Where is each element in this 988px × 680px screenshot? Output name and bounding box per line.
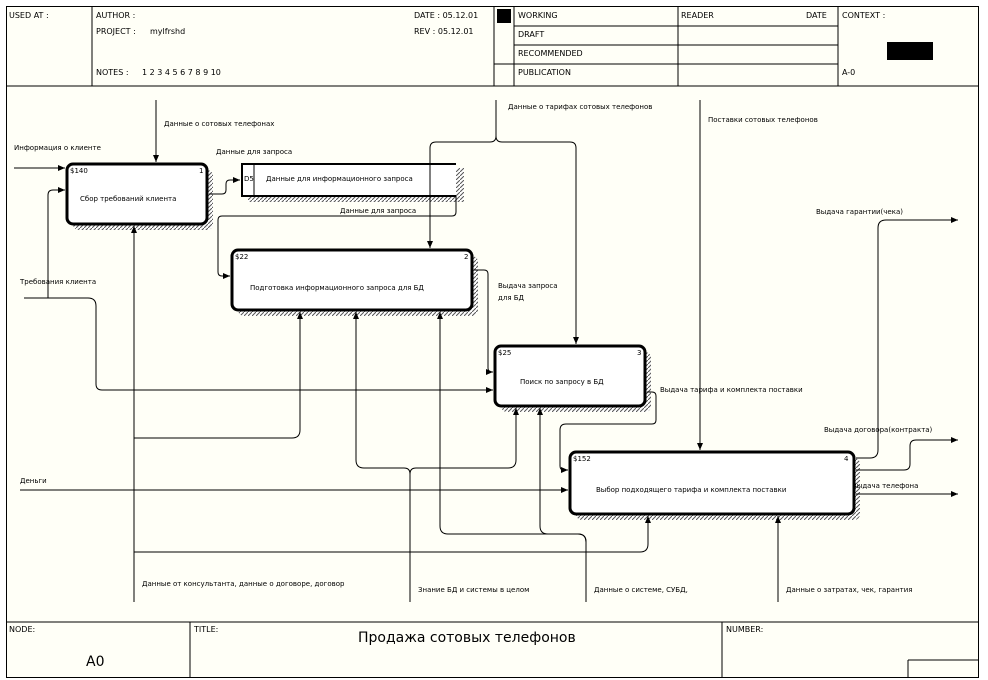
label-query-out: Выдача запроса для БД — [498, 282, 558, 302]
node-label: NODE: — [9, 625, 36, 634]
reader-label: READER — [681, 11, 714, 20]
data-store — [241, 163, 456, 197]
label-costs-data: Данные о затратах, чек, гарантия — [786, 586, 913, 594]
box3-cost: $25 — [498, 349, 512, 357]
box4-cost: $152 — [573, 455, 591, 463]
box-db-search — [493, 344, 647, 408]
box-select-tariff — [568, 450, 856, 516]
status-draft: DRAFT — [518, 30, 545, 39]
title-label: TITLE: — [194, 625, 219, 634]
status-working: WORKING — [518, 11, 558, 20]
label-system-data: Данные о системе, СУБД, — [594, 586, 688, 594]
diagram-title: Продажа сотовых телефонов — [358, 630, 576, 646]
diagram-frame — [6, 6, 979, 678]
status-recommended: RECOMMENDED — [518, 49, 583, 58]
label-phone-supplies: Поставки сотовых телефонов — [708, 116, 818, 124]
box1-cost: $140 — [70, 167, 88, 175]
label-client-info: Информация о клиенте — [14, 144, 101, 152]
box2-cost: $22 — [235, 253, 249, 261]
label-tariff-out: Выдача тарифа и комплекта поставки — [660, 386, 803, 394]
reader-date-label: DATE — [806, 11, 827, 20]
label-phone-out: Выдача телефона — [852, 482, 919, 490]
label-tariff-data: Данные о тарифах сотовых телефонов — [508, 103, 653, 111]
box1-label: Сбор требований клиента — [80, 195, 177, 203]
label-consultant-data: Данные от консультанта, данные о договор… — [142, 580, 345, 588]
label-db-knowledge: Знание БД и системы в целом — [418, 586, 530, 594]
arrows — [14, 100, 958, 602]
header-grid — [6, 6, 979, 678]
label-request-data-1: Данные для запроса — [216, 148, 293, 156]
project-value: mylfrshd — [150, 27, 186, 36]
box-client-requirements — [65, 162, 209, 226]
date-label: DATE : 05.12.01 — [414, 11, 479, 20]
activity-boxes — [65, 162, 856, 516]
notes-numbers: 1 2 3 4 5 6 7 8 9 10 — [142, 68, 221, 77]
label-phones-data: Данные о сотовых телефонах — [164, 120, 275, 128]
node-value: A0 — [86, 654, 105, 670]
notes-label: NOTES : — [96, 68, 129, 77]
project-label: PROJECT : — [96, 27, 136, 36]
label-client-reqs: Требования клиента — [20, 278, 97, 286]
used-at-label: USED AT : — [9, 11, 49, 20]
working-status-marker — [497, 9, 511, 23]
context-label: CONTEXT : — [842, 11, 886, 20]
label-warranty-out: Выдача гарантии(чека) — [816, 208, 903, 216]
status-publication: PUBLICATION — [518, 68, 571, 77]
author-label: AUTHOR : — [96, 11, 136, 20]
label-request-data-2: Данные для запроса — [340, 207, 417, 215]
box3-label: Поиск по запросу в БД — [520, 378, 604, 386]
box-prepare-query — [230, 248, 474, 312]
rev-label: REV : 05.12.01 — [414, 27, 474, 36]
label-money: Деньги — [20, 477, 47, 485]
label-contract-out: Выдача договора(контракта) — [824, 426, 933, 434]
context-node: A-0 — [842, 68, 856, 77]
box2-label: Подготовка информационного запроса для Б… — [250, 284, 424, 292]
box2-number: 2 — [464, 253, 469, 261]
context-thumbnail — [887, 42, 933, 60]
number-label: NUMBER: — [726, 625, 764, 634]
store-label: Данные для информационного запроса — [266, 175, 413, 183]
box3-number: 3 — [637, 349, 642, 357]
box4-number: 4 — [844, 455, 849, 463]
store-id: D5 — [244, 175, 254, 183]
box1-number: 1 — [199, 167, 204, 175]
box4-label: Выбор подходящего тарифа и комплекта пос… — [596, 486, 787, 494]
